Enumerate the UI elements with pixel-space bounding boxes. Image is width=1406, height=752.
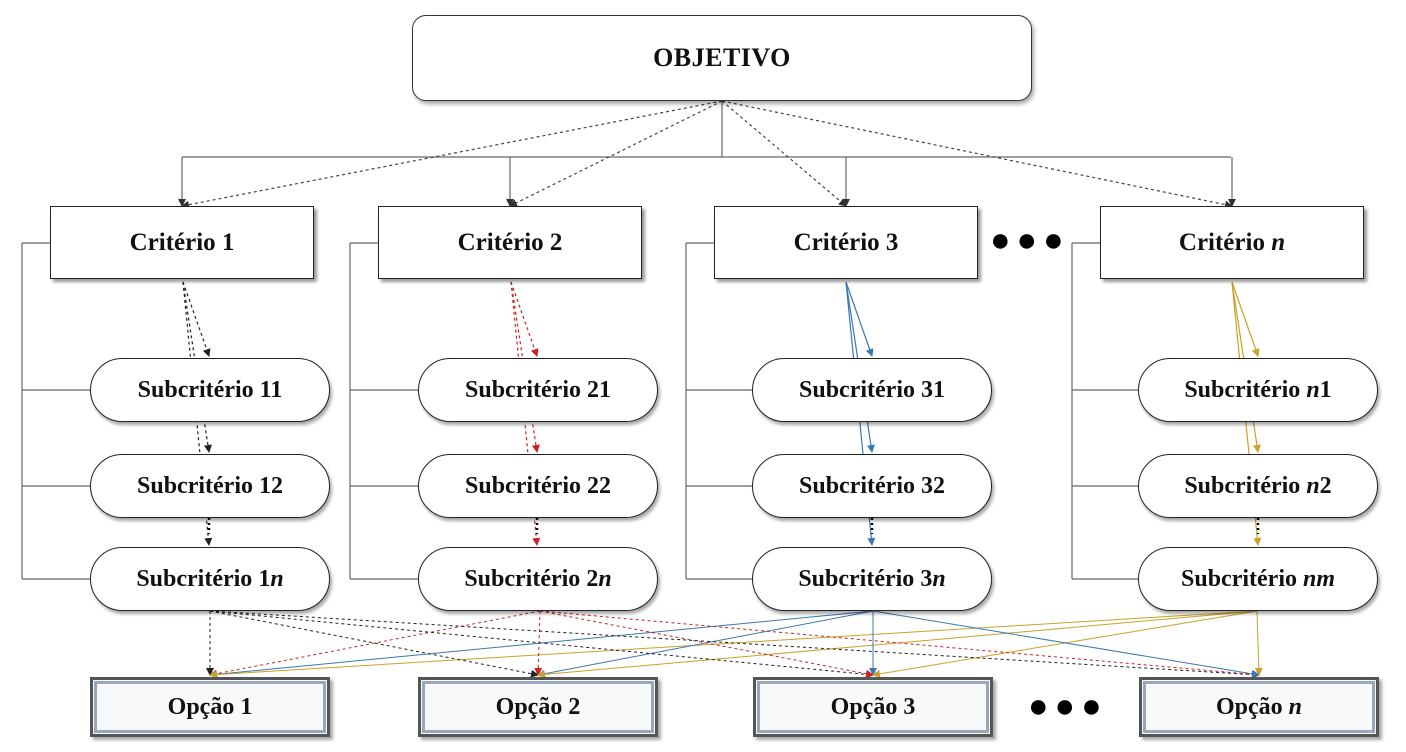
option-label-1: Opção 1	[167, 693, 253, 720]
sub-option-arrow-2-to-3	[539, 610, 874, 678]
subcriterion-label-31: Subcritério 31	[799, 376, 945, 403]
criterion-label-1: Critério 1	[129, 228, 235, 256]
crit-sub-arrow-31	[845, 281, 874, 357]
subcriterion-label-nm: Subcritério nm	[1181, 565, 1335, 592]
subcriterion-label-2n: Subcritério 2n	[464, 565, 612, 592]
subcriterion-node-3n: Subcritério 3n	[752, 547, 992, 611]
subcriterion-node-22: Subcritério 22	[418, 454, 658, 518]
subcriterion-label-11: Subcritério 11	[137, 376, 283, 403]
subcriterion-node-nm: Subcritério nm	[1138, 547, 1378, 611]
criterion-label-n: Critério n	[1178, 228, 1286, 256]
subcriterion-node-12: Subcritério 12	[90, 454, 330, 518]
subcriterion-node-11: Subcritério 11	[90, 358, 330, 422]
sub-option-arrow-3-to-n	[872, 610, 1260, 678]
sub-option-arrow-n-to-n	[1254, 610, 1263, 676]
subcriterion-label-21: Subcritério 21	[465, 376, 611, 403]
criterion-label-3: Critério 3	[793, 228, 899, 256]
option-node-n: Opção n	[1139, 677, 1379, 737]
subcriterion-label-1n: Subcritério 1n	[136, 565, 284, 592]
criterion-node-3: Critério 3	[714, 206, 978, 279]
subcriterion-label-22: Subcritério 22	[465, 472, 611, 499]
sub-option-arrow-1-to-n	[209, 610, 1260, 679]
criterion-node-n: Critério n	[1100, 206, 1364, 279]
goal-label: OBJETIVO	[653, 43, 791, 72]
subcriterion-label-n2: Subcritério n2	[1184, 472, 1332, 499]
option-label-n: Opção n	[1215, 693, 1303, 720]
criterion-node-2: Critério 2	[378, 206, 642, 279]
crit-sub-arrow-11	[182, 281, 211, 357]
crit-sub-arrow-21	[510, 281, 539, 357]
option-node-2: Opção 2	[418, 677, 658, 737]
ellipsis-criteria: ●●●	[990, 222, 1070, 259]
subcriterion-label-3n: Subcritério 3n	[798, 565, 946, 592]
subcriterion-node-n1: Subcritério n1	[1138, 358, 1378, 422]
option-node-1: Opção 1	[90, 677, 330, 737]
criterion-node-1: Critério 1	[50, 206, 314, 279]
subcriterion-label-32: Subcritério 32	[799, 472, 945, 499]
subcriterion-label-n1: Subcritério n1	[1184, 376, 1332, 403]
ellipsis-options: ●●●	[1028, 688, 1108, 725]
option-node-3: Opção 3	[753, 677, 993, 737]
criterion-label-2: Critério 2	[457, 228, 563, 256]
subcriterion-node-21: Subcritério 21	[418, 358, 658, 422]
subcriterion-node-1n: Subcritério 1n	[90, 547, 330, 611]
subcriterion-node-31: Subcritério 31	[752, 358, 992, 422]
sub-option-arrow-3-to-1	[209, 610, 874, 679]
subcriterion-node-n2: Subcritério n2	[1138, 454, 1378, 518]
goal-diagonal-2	[509, 100, 723, 207]
subcriterion-label-12: Subcritério 12	[137, 472, 283, 499]
option-label-2: Opção 2	[495, 693, 581, 720]
crit-sub-arrow-n1	[1231, 281, 1260, 357]
sub-option-arrow-2-to-n	[539, 610, 1260, 679]
sub-option-arrow-1-to-2	[209, 610, 539, 678]
subcriterion-node-2n: Subcritério 2n	[418, 547, 658, 611]
goal-diagonal-3	[721, 100, 847, 207]
goal-node: OBJETIVO	[412, 15, 1032, 101]
sub-option-arrow-n-to-2	[537, 610, 1258, 679]
option-label-3: Opção 3	[830, 693, 916, 720]
goal-diagonal-n	[721, 100, 1233, 209]
goal-diagonal-1	[181, 100, 723, 209]
subcriterion-node-32: Subcritério 32	[752, 454, 992, 518]
